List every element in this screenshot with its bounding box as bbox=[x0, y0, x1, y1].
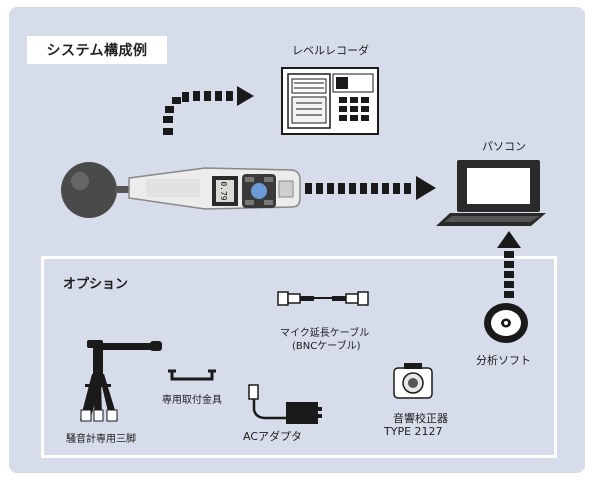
pc-label: パソコン bbox=[482, 140, 526, 153]
recorder-label: レベルレコーダ bbox=[292, 44, 369, 57]
arrow-to-pc bbox=[305, 176, 436, 200]
meter-display-value: 0.79 bbox=[219, 181, 228, 200]
options-box bbox=[41, 256, 557, 458]
sound-level-meter: 0.79 bbox=[61, 162, 301, 218]
mount-label: 専用取付金具 bbox=[162, 395, 222, 406]
cable-label-line2: (BNCケーブル) bbox=[292, 341, 361, 352]
mounting-bracket bbox=[168, 369, 216, 381]
pc-laptop-device bbox=[436, 160, 546, 226]
options-heading: オプション bbox=[63, 277, 129, 292]
adapter-label: ACアダプタ bbox=[243, 430, 303, 443]
arrow-to-recorder bbox=[163, 86, 254, 135]
software-cd bbox=[484, 303, 528, 343]
acoustic-calibrator bbox=[393, 363, 433, 399]
tripod bbox=[80, 340, 162, 422]
tripod-label: 騒音計専用三脚 bbox=[66, 434, 136, 445]
software-label: 分析ソフト bbox=[476, 354, 531, 367]
arrow-software-to-pc bbox=[497, 231, 521, 298]
diagram-title: システム構成例 bbox=[27, 36, 167, 64]
calibrator-label-line2: TYPE 2127 bbox=[384, 425, 443, 438]
calibrator-label-line1: 音響校正器 bbox=[393, 412, 448, 425]
cable-label-line1: マイク延長ケーブル bbox=[280, 328, 370, 339]
ac-adapter bbox=[248, 384, 322, 424]
bnc-cable bbox=[277, 291, 369, 306]
level-recorder-device bbox=[281, 67, 379, 135]
